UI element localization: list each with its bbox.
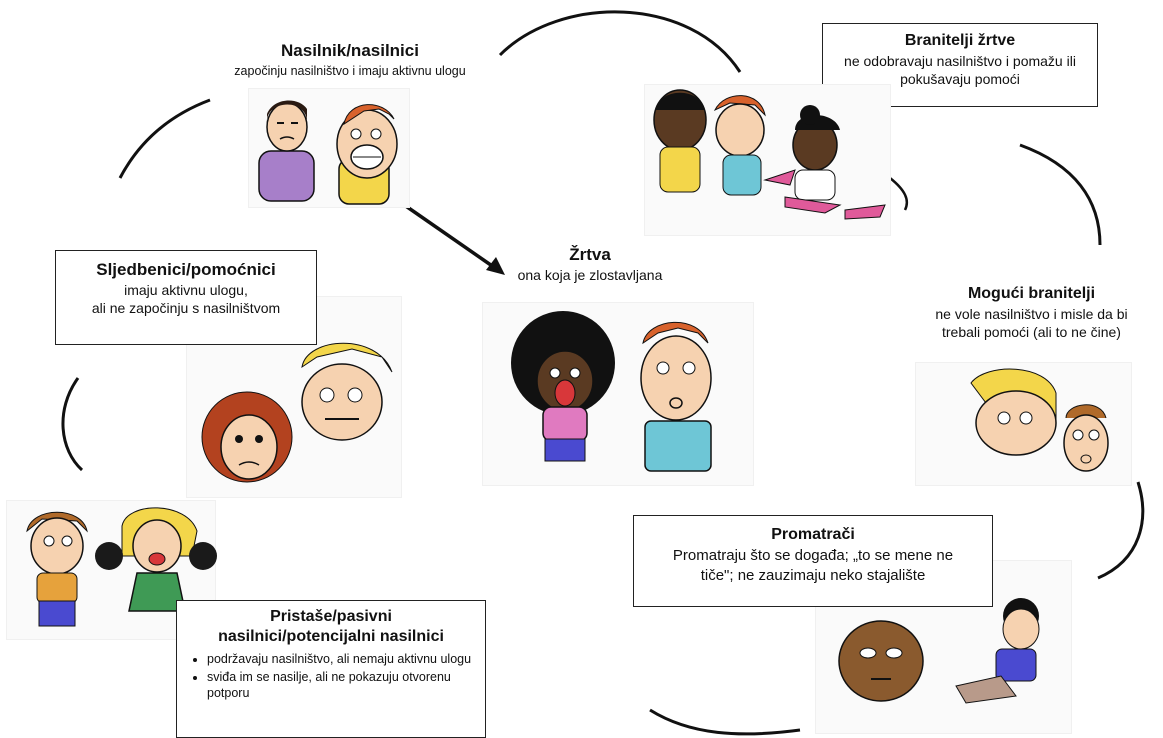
- supporters-bullet-item: podržavaju nasilništvo, ali nemaju aktiv…: [207, 651, 477, 667]
- bully-title: Nasilnik/nasilnici: [281, 41, 419, 60]
- followers-desc-line1: imaju aktivnu ulogu,: [124, 282, 248, 298]
- supporters-illustration: [6, 500, 217, 640]
- supporters-box: Pristaše/pasivni nasilnici/potencijalni …: [176, 600, 486, 738]
- arc-left-mid: [61, 377, 84, 472]
- arc-right-mid: [1097, 481, 1145, 580]
- victim-illustration: [482, 302, 754, 486]
- supporters-title-line1: Pristaše/pasivni: [270, 608, 392, 625]
- arrow-bully-to-victim: [399, 200, 499, 272]
- arc-top: [498, 10, 742, 73]
- followers-desc-line2: ali ne započinju s nasilništvom: [91, 300, 281, 316]
- followers-title: Sljedbenici/pomoćnici: [96, 260, 276, 279]
- followers-box: Sljedbenici/pomoćnici imaju aktivnu ulog…: [55, 250, 317, 345]
- observers-desc-line1: Promatraju što se događa; „to se mene ne: [672, 547, 954, 564]
- bully-desc: započinju nasilništvo i imaju aktivnu ul…: [234, 64, 466, 78]
- possible-defenders-title: Mogući branitelji: [967, 285, 1096, 302]
- arrow-head: [486, 257, 505, 275]
- defenders-desc-line1: ne odobravaju nasilništvo i pomažu ili: [844, 53, 1076, 69]
- victim-desc: ona koja je zlostavljana: [517, 267, 663, 283]
- supporters-bullet-list: podržavaju nasilništvo, ali nemaju aktiv…: [185, 651, 477, 701]
- victim-title: Žrtva: [569, 245, 611, 264]
- possible-defenders-desc-line2: trebali pomoći (ali to ne čine): [942, 324, 1121, 340]
- bully-label: Nasilnik/nasilnici započinju nasilništvo…: [180, 40, 520, 80]
- observers-desc-line2: tiče"; ne zauzimaju neko stajalište: [700, 567, 926, 584]
- defenders-title: Branitelji žrtve: [904, 32, 1016, 49]
- possible-defenders-label: Mogući branitelji ne vole nasilništvo i …: [900, 283, 1163, 341]
- arc-top-left: [118, 98, 211, 179]
- possible-defenders-desc-line1: ne vole nasilništvo i misle da bi: [935, 306, 1128, 322]
- defenders-desc-line2: pokušavaju pomoći: [900, 71, 1020, 87]
- supporters-title-line2: nasilnici/potencijalni nasilnici: [218, 628, 444, 645]
- possible-defenders-illustration: [915, 362, 1132, 486]
- observers-title: Promatrači: [771, 526, 855, 543]
- supporters-bullet-item: sviđa im se nasilje, ali ne pokazuju otv…: [207, 669, 477, 701]
- arc-right-top: [1019, 143, 1102, 246]
- arc-defender-tail: [889, 177, 909, 211]
- defenders-illustration: [644, 84, 891, 236]
- bully-illustration: [248, 88, 410, 208]
- arc-bottom: [649, 708, 801, 736]
- victim-label: Žrtva ona koja je zlostavljana: [470, 244, 710, 284]
- observers-box: Promatrači Promatraju što se događa; „to…: [633, 515, 993, 607]
